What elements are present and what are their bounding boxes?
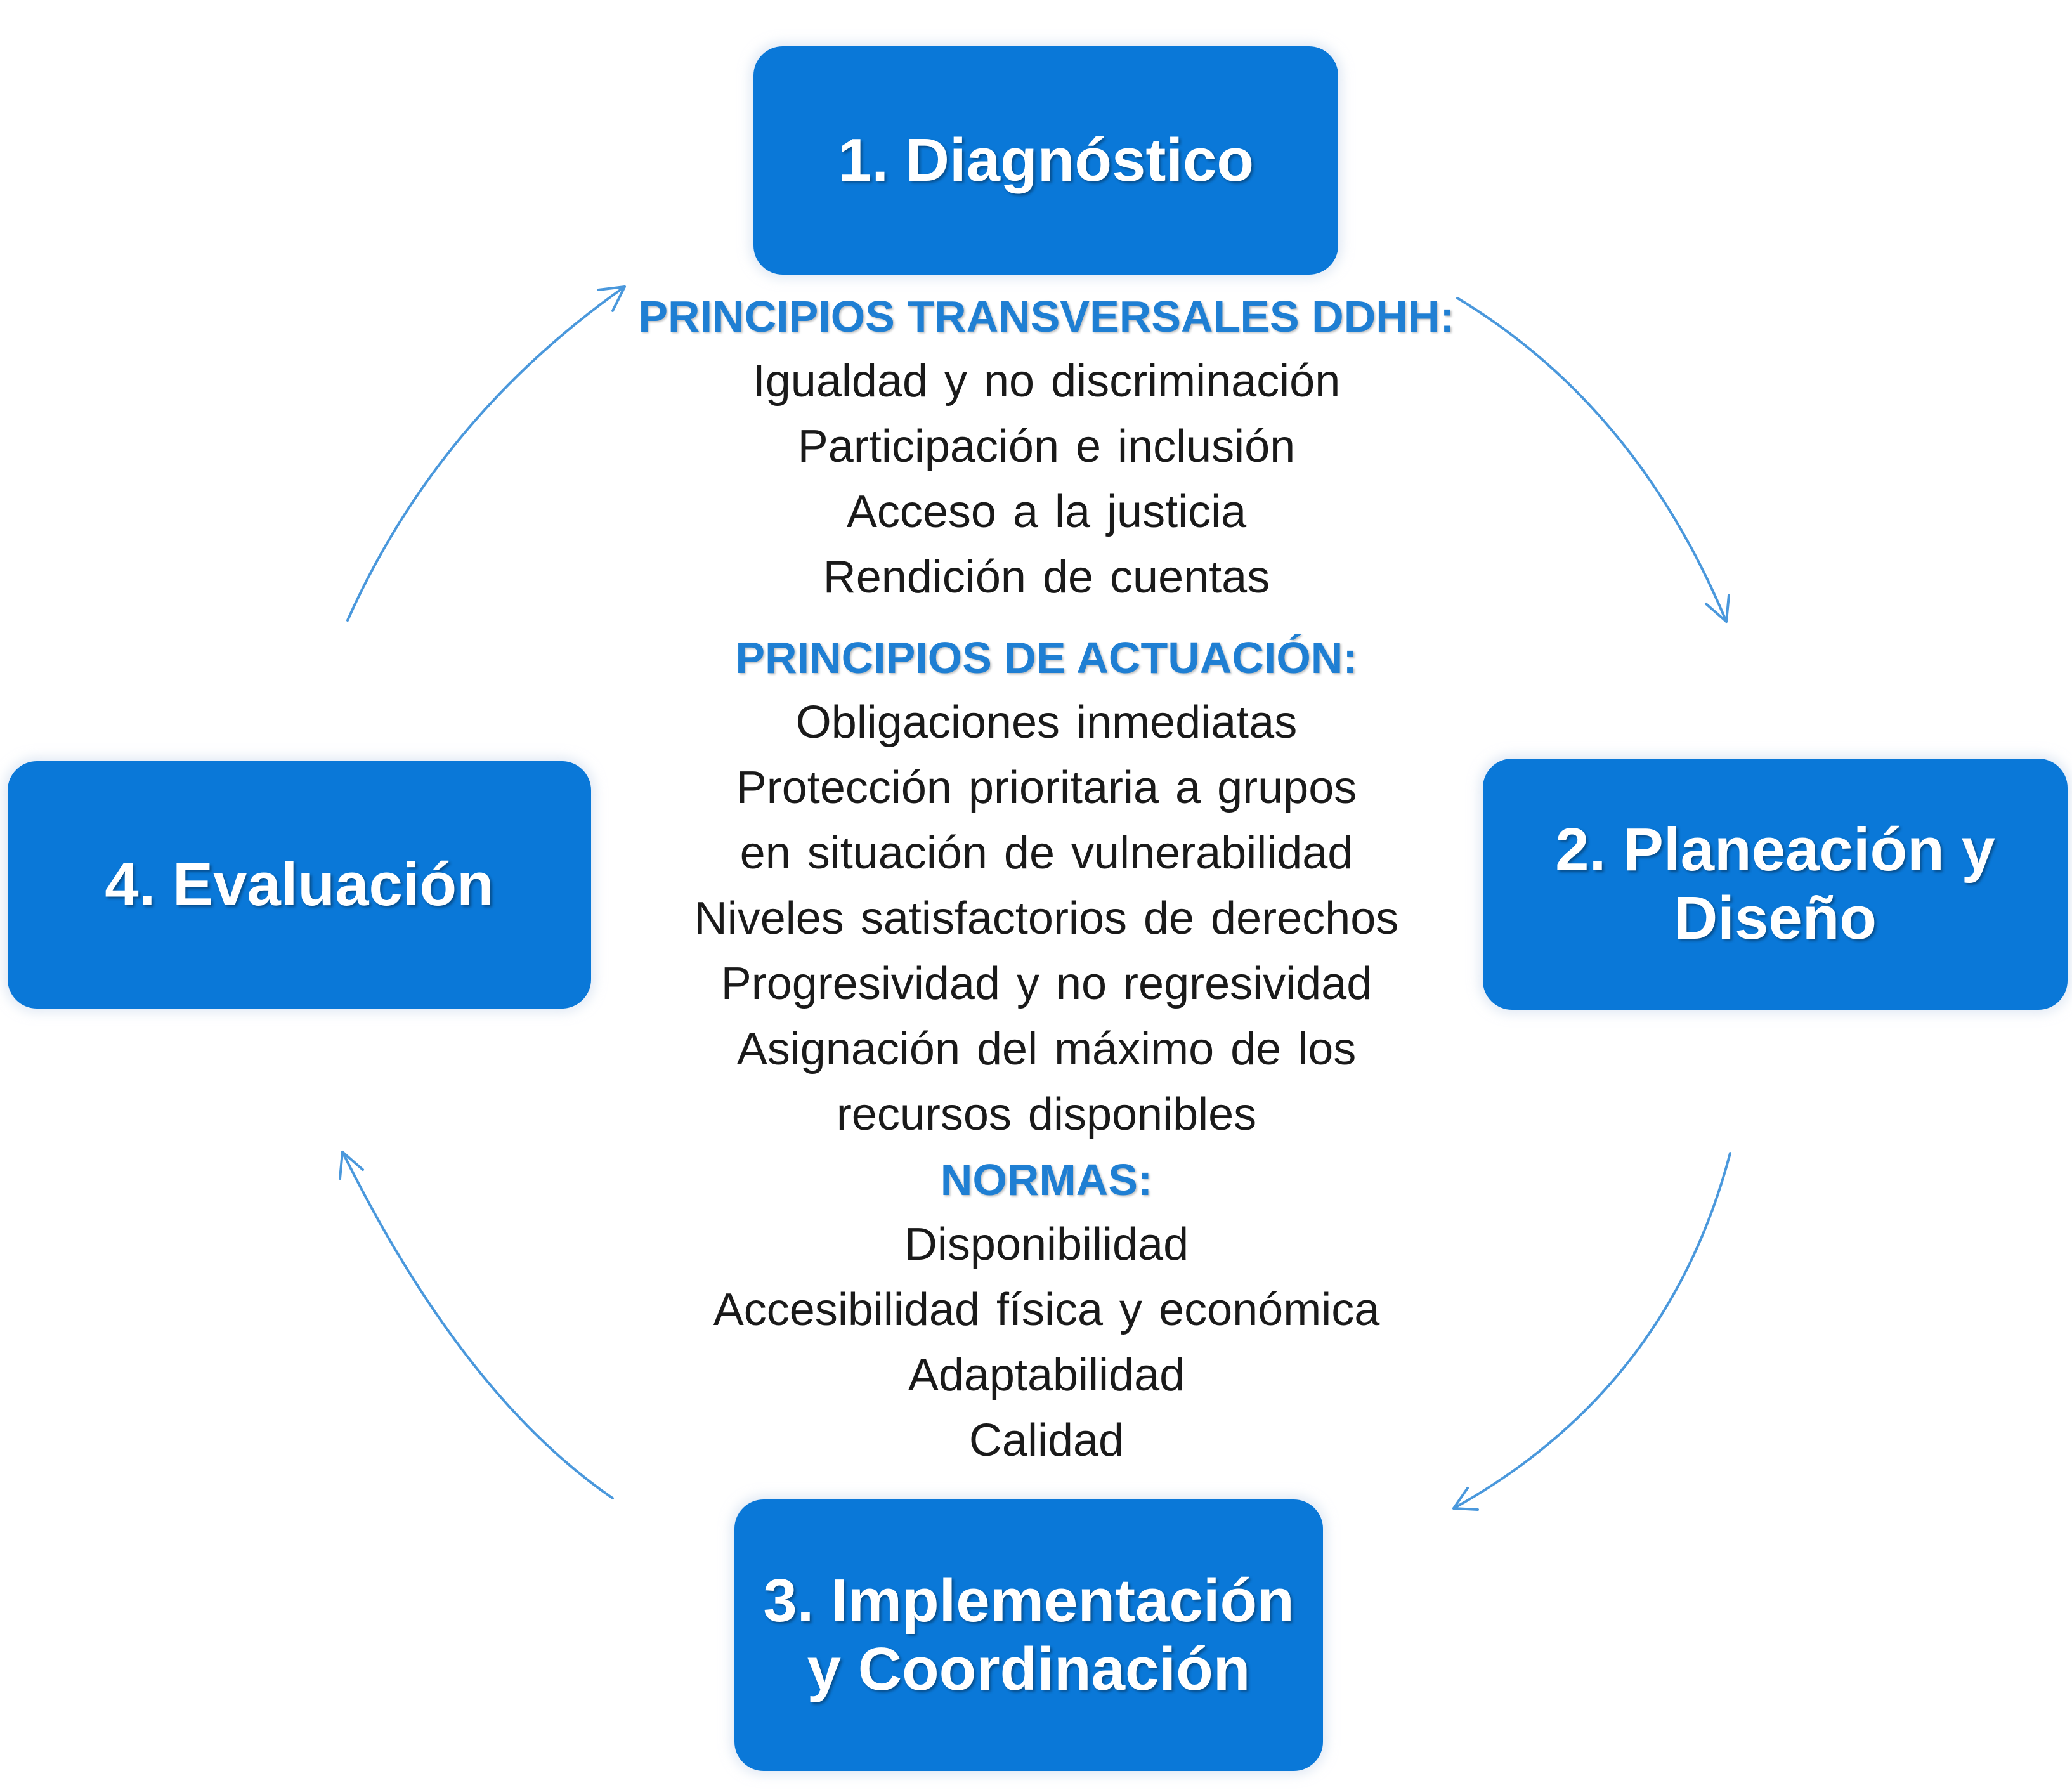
principles-panel: PRINCIPIOS TRANSVERSALES DDHH: Igualdad …: [596, 284, 1497, 1473]
actuacion-item: Obligaciones inmediatas: [795, 697, 1298, 748]
actuacion-item: Protección prioritaria a grupos: [736, 762, 1357, 813]
actuacion-heading: PRINCIPIOS DE ACTUACIÓN:: [735, 633, 1358, 683]
transversales-item: Igualdad y no discriminación: [752, 356, 1341, 407]
section-spacer: [596, 610, 1497, 625]
arrow-evaluacion-to-diagnostico: [346, 285, 626, 622]
stage-implementacion-box: 3. Implementación y Coordinación: [734, 1499, 1323, 1771]
transversales-heading: PRINCIPIOS TRANSVERSALES DDHH:: [638, 292, 1455, 341]
actuacion-item: en situación de vulnerabilidad: [740, 828, 1353, 879]
stage-planeacion-label-line2: Diseño: [1673, 884, 1877, 952]
arrow-implementacion-to-evaluacion: [339, 1151, 614, 1499]
transversales-item: Rendición de cuentas: [823, 552, 1270, 603]
actuacion-item: Progresividad y no regresividad: [720, 958, 1372, 1009]
normas-item: Accesibilidad física y económica: [713, 1284, 1380, 1335]
stage-evaluacion-label: 4. Evaluación: [105, 851, 494, 919]
normas-item: Calidad: [968, 1415, 1124, 1466]
stage-implementacion-label-line1: 3. Implementación: [763, 1567, 1294, 1635]
transversales-section: PRINCIPIOS TRANSVERSALES DDHH: Igualdad …: [596, 284, 1497, 610]
normas-heading: NORMAS:: [940, 1155, 1153, 1205]
stage-diagnostico-label: 1. Diagnóstico: [837, 126, 1254, 195]
actuacion-section: PRINCIPIOS DE ACTUACIÓN: Obligaciones in…: [596, 625, 1497, 1147]
stage-implementacion-label-line2: y Coordinación: [807, 1635, 1251, 1703]
arrow-diagnostico-to-planeacion: [1456, 297, 1730, 623]
stage-planeacion-label-line1: 2. Planeación y: [1555, 816, 1995, 884]
transversales-item: Participación e inclusión: [797, 421, 1296, 472]
transversales-item: Acceso a la justicia: [846, 487, 1247, 537]
stage-planeacion-box: 2. Planeación y Diseño: [1483, 759, 2068, 1010]
normas-item: Adaptabilidad: [908, 1350, 1185, 1401]
actuacion-item: Niveles satisfactorios de derechos: [694, 893, 1399, 944]
stage-evaluacion-box: 4. Evaluación: [8, 761, 591, 1009]
actuacion-item: recursos disponibles: [836, 1089, 1257, 1140]
actuacion-item: Asignación del máximo de los: [736, 1024, 1357, 1075]
normas-section: NORMAS: Disponibilidad Accesibilidad fís…: [596, 1147, 1497, 1473]
stage-diagnostico-box: 1. Diagnóstico: [753, 46, 1338, 275]
normas-item: Disponibilidad: [904, 1219, 1189, 1270]
